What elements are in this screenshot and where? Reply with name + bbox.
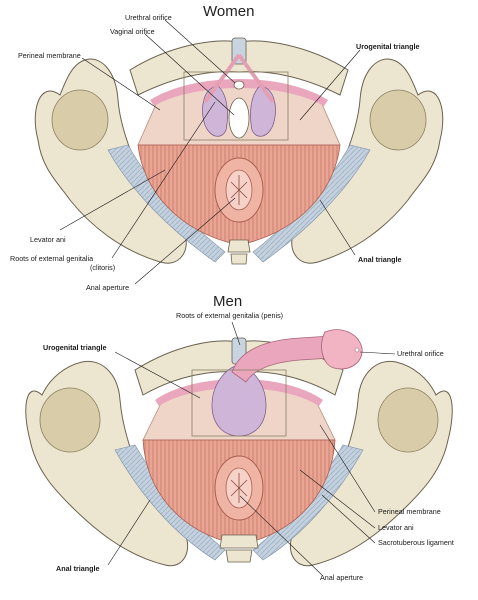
women-label-anal-aperture: Anal aperture — [86, 283, 130, 292]
women-label-levator-ani: Levator ani — [30, 235, 66, 244]
women-urethral-orifice-shape — [233, 80, 245, 90]
men-label-levator-ani: Levator ani — [378, 523, 414, 532]
women-label-perineal-membrane: Perineal membrane — [18, 51, 81, 60]
leader-m-anal-aperture — [239, 495, 323, 576]
women-coccyx — [227, 239, 251, 265]
men-pink-band — [155, 379, 323, 406]
men-leader-lines — [107, 321, 396, 576]
women-label-urethral-orifice: Urethral orifice — [125, 13, 172, 22]
women-urogenital-box — [183, 71, 289, 141]
men-label-urogenital-triangle: Urogenital triangle — [43, 343, 107, 352]
women-leader-lines — [59, 19, 361, 285]
leader-m-perineal — [319, 424, 376, 513]
leader-w-roots — [111, 101, 216, 259]
women-pubic-arch — [129, 40, 349, 96]
women-right-bulb — [250, 85, 276, 137]
leader-m-urogenital — [114, 351, 201, 399]
women-label-roots-line1: Roots of external genitalia — [10, 254, 94, 263]
leader-w-anal-aperture — [134, 197, 236, 285]
women-left-acetabulum — [51, 89, 109, 151]
men-pelvis — [25, 329, 453, 567]
women-label-vaginal-orifice: Vaginal orifice — [110, 27, 155, 36]
leader-w-vaginal — [144, 33, 235, 116]
women-left-bulb — [202, 85, 228, 137]
women-label-roots-line2: (clitoris) — [90, 263, 116, 272]
men-anal-aperture-shape — [230, 473, 248, 503]
men-label-roots: Roots of external genitalia (penis) — [176, 311, 284, 320]
men-label-anal-aperture: Anal aperture — [320, 573, 364, 582]
leader-w-perineal — [81, 57, 161, 111]
men-label-perineal-membrane: Perineal membrane — [378, 507, 441, 516]
men-urogenital-box — [191, 369, 287, 437]
men-coccyx — [219, 534, 259, 563]
men-label-anal-triangle: Anal triangle — [56, 564, 100, 573]
men-label-urethral-orifice: Urethral orifice — [397, 349, 444, 358]
leader-w-levator — [59, 169, 166, 231]
men-right-acetabulum — [377, 387, 439, 453]
women-panel-title: Women — [203, 3, 255, 20]
women-right-acetabulum — [369, 89, 427, 151]
leader-m-anal-triangle — [107, 499, 151, 566]
women-label-urogenital-triangle: Urogenital triangle — [356, 42, 420, 51]
women-pink-band — [150, 79, 328, 106]
leader-m-urethral — [359, 351, 396, 355]
leader-w-urethral — [164, 19, 236, 84]
women-pelvis — [34, 37, 444, 265]
leader-m-roots — [231, 321, 241, 346]
women-anal-aperture-shape — [230, 175, 248, 205]
leader-w-anal-triangle — [319, 199, 356, 256]
men-label-sacrotuberous-ligament: Sacrotuberous ligament — [378, 538, 454, 547]
men-urethral-orifice-shape — [354, 347, 360, 353]
women-vaginal-orifice-shape — [228, 97, 250, 139]
men-left-acetabulum — [39, 387, 101, 453]
leader-m-sacrotuberous — [321, 494, 376, 544]
leader-m-levator — [299, 469, 376, 529]
men-panel-title: Men — [213, 293, 243, 310]
leader-w-urogenital — [299, 49, 361, 121]
men-glans — [321, 329, 363, 370]
women-label-anal-triangle: Anal triangle — [358, 255, 402, 264]
